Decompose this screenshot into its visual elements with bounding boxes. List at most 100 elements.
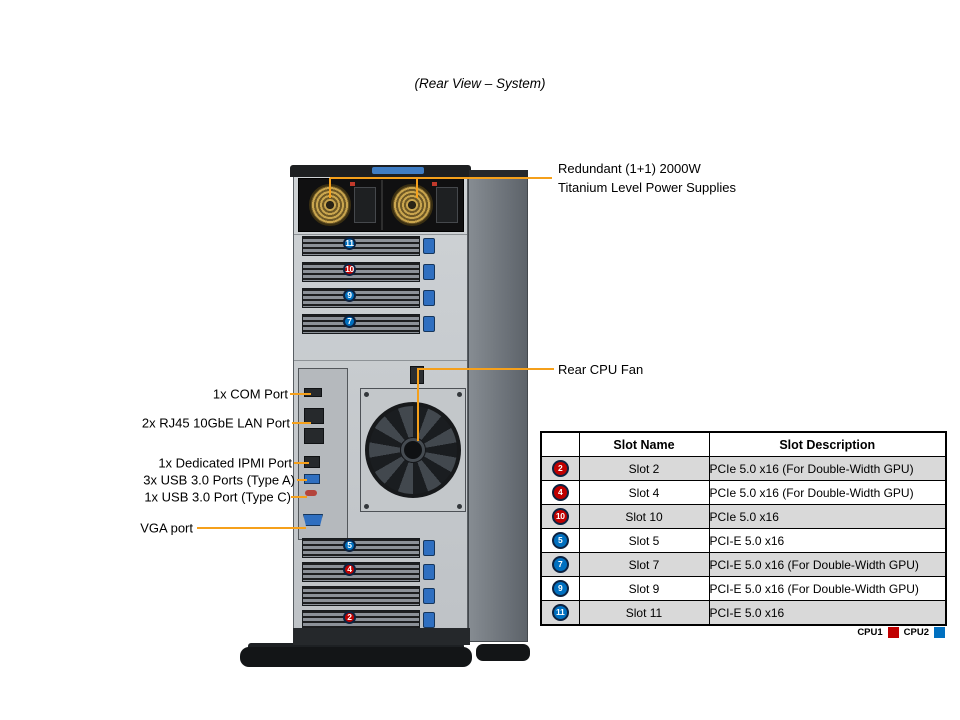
psu1-inlet — [354, 187, 376, 223]
chassis-slot-badge-7: 7 — [343, 315, 356, 328]
pci-slot-vent — [302, 236, 420, 256]
server-bottom-trim — [293, 628, 470, 645]
psu2-inlet — [436, 187, 458, 223]
callout-usb-a: 3x USB 3.0 Ports (Type A) — [143, 472, 295, 488]
slot-desc-cell: PCI-E 5.0 x16 (For Double-Width GPU) — [708, 552, 947, 577]
psu2-latch — [432, 182, 437, 186]
legend-swatch-cpu1 — [887, 627, 899, 638]
badge-cell: 9 — [540, 576, 580, 601]
slot-bracket-connector — [423, 290, 435, 306]
slot-desc-cell: PCI-E 5.0 x16 — [708, 528, 947, 553]
header-slot-name: Slot Name — [578, 431, 710, 457]
callout-ipmi: 1x Dedicated IPMI Port — [158, 455, 292, 471]
chassis-slot-badge-9: 9 — [343, 289, 356, 302]
psu1-latch — [350, 182, 355, 186]
slot-bracket-connector — [423, 238, 435, 254]
seam — [294, 360, 467, 361]
pci-slot-vent — [302, 610, 420, 630]
badge-cell: 11 — [540, 600, 580, 626]
slot-bracket-connector — [423, 564, 435, 580]
slot-name-cell: Slot 5 — [578, 528, 710, 553]
server-side-top-cap — [469, 170, 528, 178]
badge-cell: 10 — [540, 504, 580, 529]
slot-desc-cell: PCI-E 5.0 x16 (For Double-Width GPU) — [708, 576, 947, 601]
lan-port-1 — [304, 408, 324, 424]
pci-slot-vent — [302, 288, 420, 308]
callout-psu-line1: Redundant (1+1) 2000W — [558, 161, 701, 176]
cpu-legend: CPU1 CPU2 — [857, 627, 945, 638]
legend-label-cpu1: CPU1 — [857, 627, 883, 638]
server-handle — [372, 167, 424, 174]
page-title: (Rear View – System) — [414, 76, 546, 91]
slot-name-cell: Slot 4 — [578, 480, 710, 505]
slot-desc-cell: PCI-E 5.0 x16 — [708, 600, 947, 626]
slot-name-cell: Slot 2 — [578, 456, 710, 481]
slot-desc-cell: PCIe 5.0 x16 (For Double-Width GPU) — [708, 480, 947, 505]
psu1-fan-icon — [309, 184, 351, 226]
rear-cpu-fan — [365, 402, 461, 498]
slot-table: Slot Name Slot Description 2 Slot 2 PCIe… — [540, 431, 947, 626]
slot-bracket-connector — [423, 612, 435, 628]
table-row: 10 Slot 10 PCIe 5.0 x16 — [540, 504, 947, 529]
slot-badge: 5 — [551, 532, 569, 549]
server-front-foot — [240, 647, 472, 667]
screw — [457, 504, 462, 509]
usb-a-ports — [304, 474, 320, 484]
badge-cell: 4 — [540, 480, 580, 505]
slot-name-cell: Slot 10 — [578, 504, 710, 529]
table-row: 11 Slot 11 PCI-E 5.0 x16 — [540, 600, 947, 626]
slot-badge: 10 — [551, 508, 569, 525]
psu-divider — [381, 180, 383, 230]
badge-cell: 5 — [540, 528, 580, 553]
chassis-slot-badge-11: 11 — [343, 237, 356, 250]
slot-bracket-connector — [423, 316, 435, 332]
table-row: 7 Slot 7 PCI-E 5.0 x16 (For Double-Width… — [540, 552, 947, 577]
vga-port — [303, 514, 323, 526]
slot-badge: 4 — [551, 484, 569, 501]
slot-name-cell: Slot 11 — [578, 600, 710, 626]
table-row: 2 Slot 2 PCIe 5.0 x16 (For Double-Width … — [540, 456, 947, 481]
slot-name-cell: Slot 9 — [578, 576, 710, 601]
pci-slot-vent — [302, 562, 420, 582]
server-side-panel — [468, 176, 528, 642]
table-row: 4 Slot 4 PCIe 5.0 x16 (For Double-Width … — [540, 480, 947, 505]
screw — [364, 392, 369, 397]
callout-vga: VGA port — [140, 520, 193, 536]
slot-bracket-connector — [423, 588, 435, 604]
psu2-fan-icon — [391, 184, 433, 226]
fan-power-connector — [410, 366, 424, 384]
chassis-slot-badge-4: 4 — [343, 563, 356, 576]
seam — [294, 234, 467, 235]
pci-slot-vent — [302, 538, 420, 558]
com-port — [304, 388, 322, 397]
badge-cell: 2 — [540, 456, 580, 481]
table-row: 9 Slot 9 PCI-E 5.0 x16 (For Double-Width… — [540, 576, 947, 601]
callout-com: 1x COM Port — [212, 386, 288, 402]
legend-label-cpu2: CPU2 — [903, 627, 929, 638]
callout-psu: Redundant (1+1) 2000W Titanium Level Pow… — [558, 160, 736, 197]
header-badge — [540, 431, 580, 457]
slot-name-cell: Slot 7 — [578, 552, 710, 577]
badge-cell: 7 — [540, 552, 580, 577]
slot-badge: 9 — [551, 580, 569, 597]
usb-c-port — [305, 490, 317, 496]
ipmi-port — [304, 456, 320, 468]
table-row: 5 Slot 5 PCI-E 5.0 x16 — [540, 528, 947, 553]
legend-swatch-cpu2 — [934, 627, 945, 638]
chassis-slot-badge-5: 5 — [343, 539, 356, 552]
pci-slot-vent — [302, 262, 420, 282]
slot-bracket-connector — [423, 540, 435, 556]
slot-badge: 7 — [551, 556, 569, 573]
slot-badge: 11 — [551, 604, 569, 621]
screw — [364, 504, 369, 509]
screw — [457, 392, 462, 397]
chassis-slot-badge-2: 2 — [343, 611, 356, 624]
callout-lan: 2x RJ45 10GbE LAN Port — [141, 415, 290, 431]
table-header-row: Slot Name Slot Description — [540, 431, 947, 457]
slot-bracket-connector — [423, 264, 435, 280]
chassis-slot-badge-10: 10 — [343, 263, 356, 276]
callout-usb-c: 1x USB 3.0 Port (Type C) — [144, 489, 291, 505]
server-rear-foot — [476, 644, 530, 661]
callout-rear-fan: Rear CPU Fan — [558, 362, 644, 377]
